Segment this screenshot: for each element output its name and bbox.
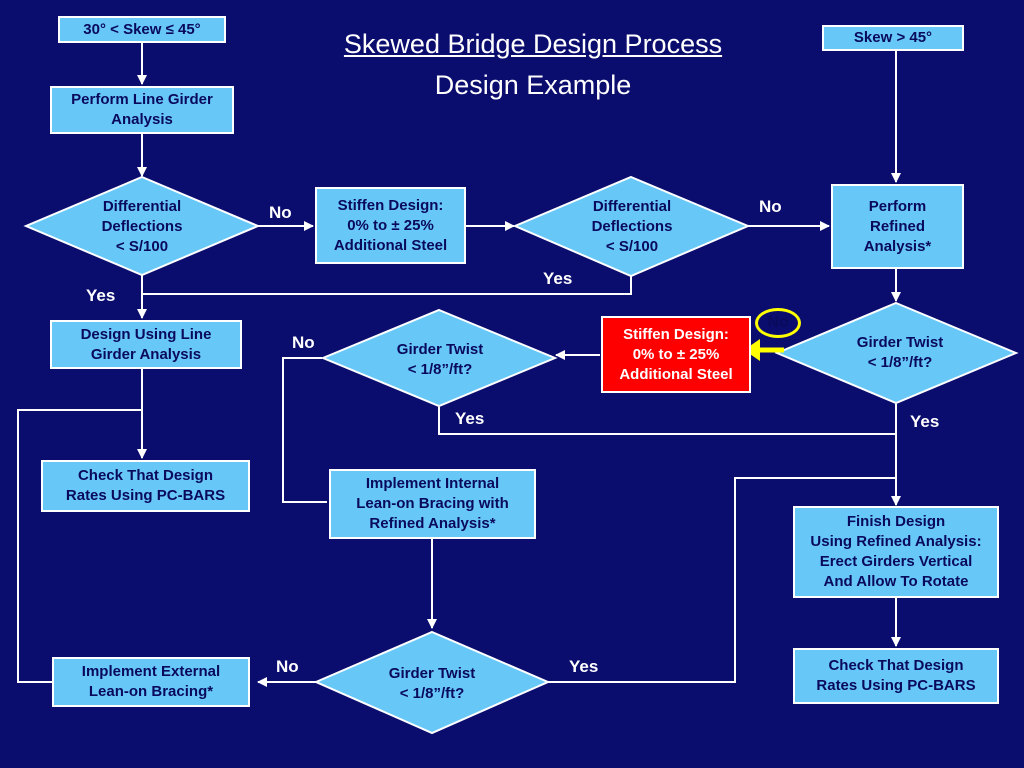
page-subtitle: Design Example: [434, 70, 632, 100]
label-no-twist1: No: [292, 333, 315, 352]
box-check-pcbars-left: Check That Design Rates Using PC-BARS: [41, 460, 250, 512]
highlight-arrow: [744, 339, 784, 361]
arrow-twist1-no-to-internal: [282, 357, 327, 503]
text-twist-right: Girder Twist < 1/8”/ft?: [856, 334, 944, 371]
box-stiffen-design-1: Stiffen Design: 0% to ± 25% Additional S…: [315, 187, 466, 264]
label-yes-twist-right: Yes: [910, 412, 940, 431]
box-internal-bracing: Implement Internal Lean-on Bracing with …: [329, 469, 536, 539]
box-external-bracing: Implement External Lean-on Bracing*: [52, 657, 250, 707]
box-line-girder-analysis: Perform Line Girder Analysis: [50, 86, 234, 134]
box-finish-design: Finish Design Using Refined Analysis: Er…: [793, 506, 999, 598]
label-no-twist-right-badge: No: [755, 308, 801, 338]
box-design-line-girder: Design Using Line Girder Analysis: [50, 320, 242, 369]
arrow-loop-to-external: [17, 409, 142, 683]
box-skew-gt-45: Skew > 45°: [822, 25, 964, 51]
label-yes-diff1: Yes: [86, 286, 116, 305]
box-skew-30-45: 30° < Skew ≤ 45°: [58, 16, 226, 43]
text-diff-defl-2: Differential Deflections < S/100: [591, 198, 673, 255]
label-no-diff1: No: [269, 203, 292, 222]
decision-twist-right: [774, 301, 1019, 405]
box-check-pcbars-right: Check That Design Rates Using PC-BARS: [793, 648, 999, 704]
page-title: Skewed Bridge Design Process: [343, 29, 723, 59]
line-diff2-yes-return: [142, 276, 632, 295]
decision-diff-defl-1: [23, 175, 261, 277]
label-no-twist-bottom: No: [276, 657, 299, 676]
label-yes-diff2: Yes: [543, 269, 573, 288]
decision-twist-1: [320, 308, 558, 408]
line-twist1-yes: [438, 407, 896, 435]
label-yes-twist-bottom: Yes: [569, 657, 599, 676]
box-stiffen-design-2: Stiffen Design: 0% to ± 25% Additional S…: [601, 316, 751, 393]
label-yes-twist1: Yes: [455, 409, 485, 428]
box-refined-analysis: Perform Refined Analysis*: [831, 184, 964, 269]
text-twist-bottom: Girder Twist < 1/8”/ft?: [388, 665, 476, 702]
decision-twist-bottom: [313, 630, 551, 735]
decision-diff-defl-2: [512, 175, 751, 278]
line-twist-bottom-yes: [548, 477, 896, 683]
label-no-diff2: No: [759, 197, 782, 216]
text-diff-defl-1: Differential Deflections < S/100: [101, 198, 183, 255]
text-twist-1: Girder Twist < 1/8”/ft?: [396, 341, 484, 378]
